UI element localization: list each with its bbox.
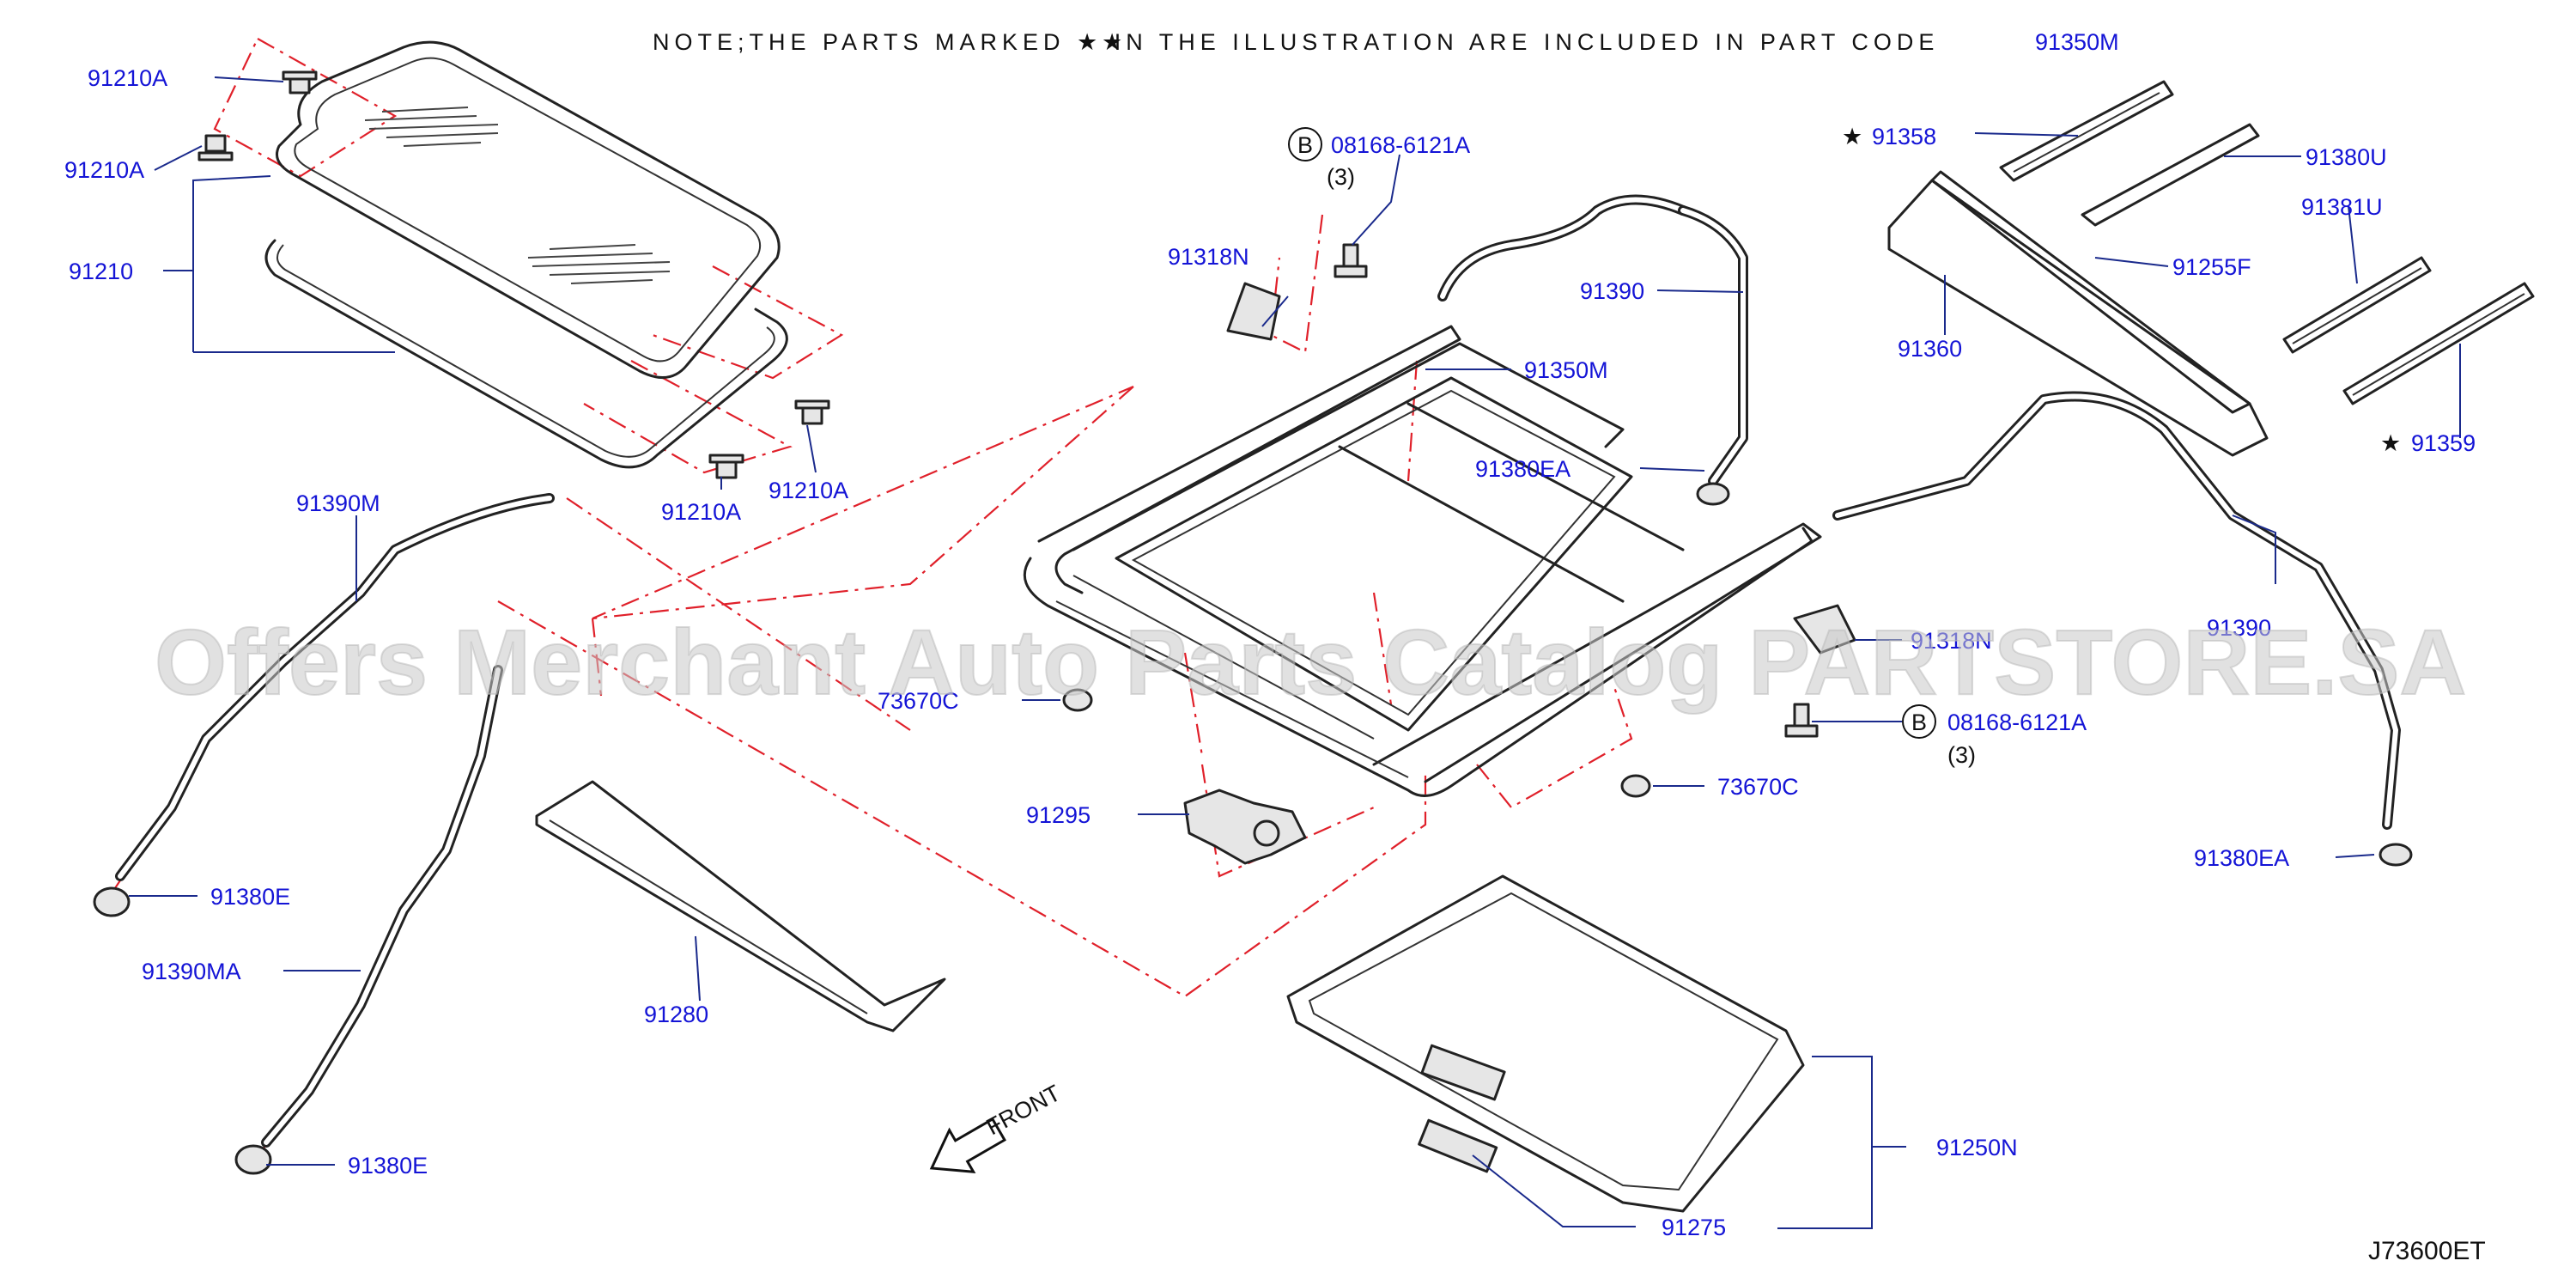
assembly-guide-lines <box>111 38 1633 1152</box>
bolt-marker-right: B <box>1902 704 1936 739</box>
label-91350M[interactable]: 91350M <box>1524 357 1608 383</box>
drain-hose-91390M[interactable] <box>115 493 555 881</box>
diagram-code: J73600ET <box>2368 1237 2486 1265</box>
label-91295[interactable]: 91295 <box>1026 802 1091 828</box>
sunshade-trim-91280[interactable] <box>535 780 946 1032</box>
lid-bolt-top-1[interactable] <box>282 70 318 94</box>
label-91275[interactable]: 91275 <box>1662 1215 1726 1240</box>
label-91390-top[interactable]: 91390 <box>1580 278 1644 304</box>
front-arrow-icon <box>929 1117 1006 1173</box>
drain-hose-91390-right[interactable] <box>1832 391 2401 830</box>
label-73670C-left[interactable]: 73670C <box>878 688 959 714</box>
label-91390-right[interactable]: 91390 <box>2207 615 2271 641</box>
label-91380EA-right[interactable]: 91380EA <box>2194 845 2289 871</box>
label-91210A-4[interactable]: 91210A <box>769 478 848 503</box>
svg-text:B: B <box>1297 132 1313 158</box>
sunroof-frame[interactable] <box>1023 325 1822 797</box>
label-91250N[interactable]: 91250N <box>1936 1135 2018 1160</box>
star-icon-91359: ★ <box>2380 430 2401 456</box>
label-91380E-top[interactable]: 91380E <box>210 884 290 910</box>
rail-91358[interactable] <box>1999 80 2174 182</box>
grommet-91380E-bottom[interactable] <box>234 1144 272 1175</box>
label-91390M[interactable]: 91390M <box>296 490 380 516</box>
front-label: FRONT <box>982 1080 1065 1140</box>
label-91255F[interactable]: 91255F <box>2172 254 2251 280</box>
glass-reflection-hatch <box>364 107 671 284</box>
watermark-text: Offers Merchant Auto Parts Catalog PARTS… <box>155 610 2466 714</box>
lid-bolt-bottom-1[interactable] <box>708 454 744 479</box>
label-91280[interactable]: 91280 <box>644 1002 708 1027</box>
part-labels: 91210A 91210A 91210 91210A 91210A 08168-… <box>64 65 2476 1240</box>
label-91381U[interactable]: 91381U <box>2301 194 2383 220</box>
label-91380E-bottom[interactable]: 91380E <box>348 1153 428 1179</box>
handle-91275[interactable] <box>1418 1118 1498 1173</box>
label-91380U[interactable]: 91380U <box>2306 144 2387 170</box>
drain-hose-91390-top[interactable] <box>1437 194 1748 486</box>
label-08168-6121A-right[interactable]: 08168-6121A <box>1947 710 2087 735</box>
sunshade-91250N[interactable] <box>1286 874 1805 1213</box>
label-91210A-1[interactable]: 91210A <box>88 65 167 91</box>
label-91359[interactable]: 91359 <box>2411 430 2476 456</box>
lid-bolt-top-2[interactable] <box>197 134 234 161</box>
label-91210A-2[interactable]: 91210A <box>64 157 144 183</box>
nut-73670C-right[interactable] <box>1620 774 1651 798</box>
label-91380EA-top[interactable]: 91380EA <box>1475 456 1571 482</box>
lid-bolt-bottom-2[interactable] <box>794 399 830 425</box>
bolt-marker-top: B <box>1288 127 1322 161</box>
bolt-08168-top[interactable] <box>1334 243 1368 278</box>
rail-91359[interactable] <box>2342 282 2535 405</box>
grommet-91380E-top[interactable] <box>93 886 131 917</box>
rail-91380U[interactable] <box>2081 123 2260 227</box>
drain-hose-91390MA[interactable] <box>261 665 503 1148</box>
label-qty-right: (3) <box>1947 742 1976 768</box>
label-91390MA[interactable]: 91390MA <box>142 959 241 984</box>
leader-lines <box>129 76 2461 1229</box>
glass-lid[interactable] <box>276 40 781 380</box>
star-icon-note: ★ <box>1102 29 1122 55</box>
lid-weatherstrip[interactable] <box>264 239 788 469</box>
label-91210A-3[interactable]: 91210A <box>661 499 741 525</box>
sunroof-motor-91295[interactable] <box>1183 789 1307 865</box>
label-91358[interactable]: 91358 <box>1872 124 1936 149</box>
rail-91381U[interactable] <box>2282 256 2432 354</box>
note-part-code[interactable]: 91350M <box>2035 29 2119 55</box>
star-icon-91358: ★ <box>1842 124 1862 149</box>
deflector-91255F[interactable] <box>1887 170 2269 457</box>
grommet-91380EA-right[interactable] <box>2379 843 2413 867</box>
svg-text:B: B <box>1911 710 1927 735</box>
label-73670C-right[interactable]: 73670C <box>1717 774 1799 800</box>
label-08168-6121A-top[interactable]: 08168-6121A <box>1331 132 1470 158</box>
nut-73670C-left[interactable] <box>1062 688 1093 712</box>
bracket-91318N-top[interactable] <box>1226 282 1281 341</box>
label-qty-top: (3) <box>1327 164 1355 190</box>
bolt-08168-right[interactable] <box>1784 703 1819 738</box>
grommet-91380EA-top[interactable] <box>1696 482 1730 506</box>
label-91318N-top[interactable]: 91318N <box>1168 244 1249 270</box>
header-note: NOTE;THE PARTS MARKED ★ IN THE ILLUSTRAT… <box>653 29 1939 55</box>
label-91210[interactable]: 91210 <box>69 259 133 284</box>
label-91360[interactable]: 91360 <box>1898 336 1962 362</box>
label-91318N-right[interactable]: 91318N <box>1911 628 1992 654</box>
